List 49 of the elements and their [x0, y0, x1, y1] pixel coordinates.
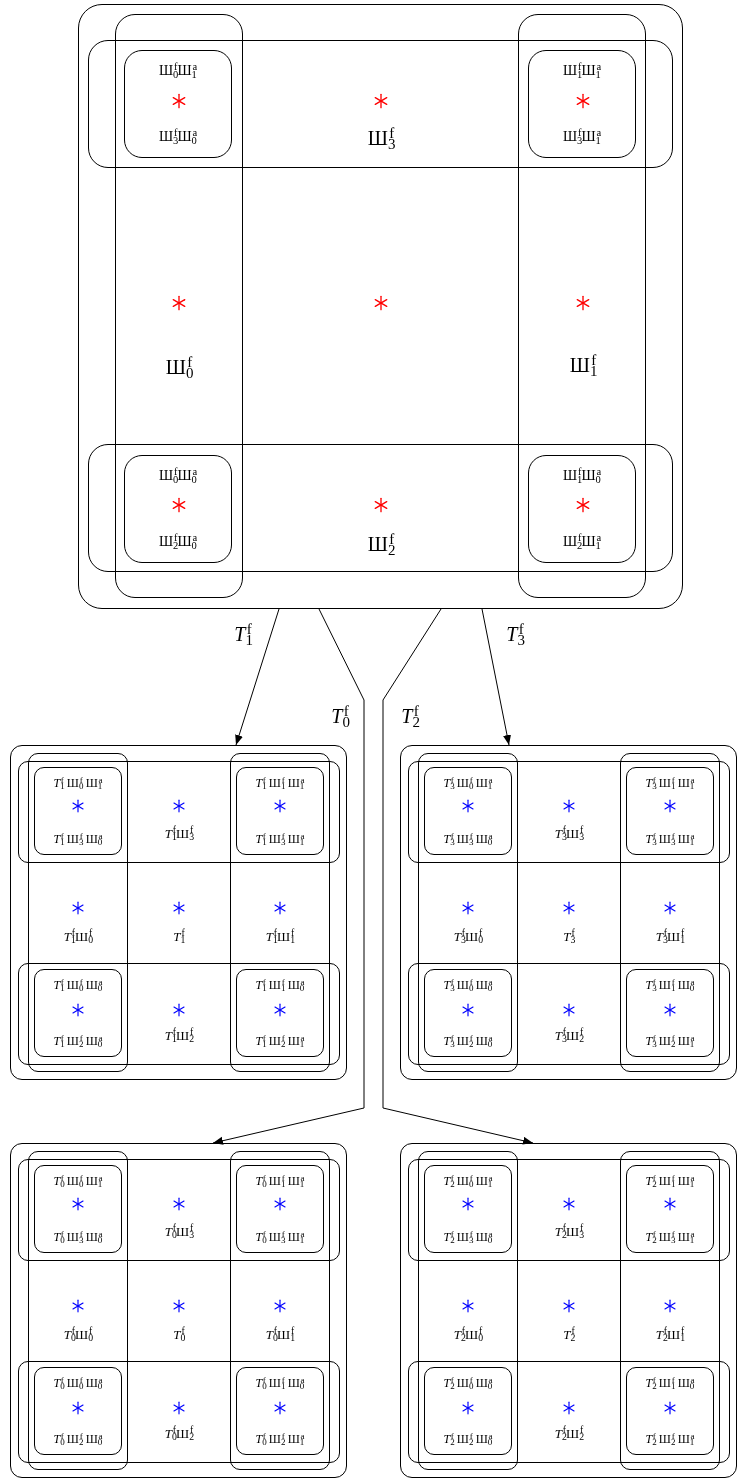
corner-box	[34, 1367, 122, 1455]
row-band	[88, 444, 673, 572]
corner-box	[34, 969, 122, 1057]
column-band	[28, 753, 128, 1072]
corner-box	[528, 50, 636, 158]
row-band	[18, 761, 340, 863]
arrow	[481, 608, 511, 746]
corner-box	[626, 1367, 714, 1455]
rounded-frame	[10, 1143, 347, 1478]
corner-box	[424, 969, 512, 1057]
rounded-frame	[78, 4, 683, 609]
rounded-frame	[400, 745, 737, 1080]
corner-box	[528, 455, 636, 563]
row-band	[18, 1159, 340, 1261]
column-band	[620, 1151, 720, 1470]
column-band	[230, 753, 330, 1072]
column-band	[115, 14, 243, 598]
row-band	[18, 963, 340, 1065]
column-band	[620, 753, 720, 1072]
row-band	[408, 963, 730, 1065]
row-band	[408, 1361, 730, 1463]
corner-box	[424, 767, 512, 855]
corner-box	[626, 1165, 714, 1253]
column-band	[518, 14, 646, 598]
row-band	[88, 40, 673, 168]
corner-box	[236, 969, 324, 1057]
corner-box	[124, 455, 232, 563]
arrow	[382, 608, 534, 1145]
arrow	[235, 608, 280, 746]
rounded-frame	[10, 745, 347, 1080]
corner-box	[236, 1367, 324, 1455]
row-band	[408, 1159, 730, 1261]
corner-box	[124, 50, 232, 158]
corner-box	[236, 767, 324, 855]
column-band	[418, 1151, 518, 1470]
corner-box	[236, 1165, 324, 1253]
row-band	[408, 761, 730, 863]
rounded-frame	[400, 1143, 737, 1478]
corner-box	[626, 767, 714, 855]
arrow	[212, 608, 365, 1145]
corner-box	[34, 767, 122, 855]
corner-box	[424, 1165, 512, 1253]
row-band	[18, 1361, 340, 1463]
column-band	[418, 753, 518, 1072]
column-band	[230, 1151, 330, 1470]
corner-box	[34, 1165, 122, 1253]
corner-box	[424, 1367, 512, 1455]
column-band	[28, 1151, 128, 1470]
corner-box	[626, 969, 714, 1057]
